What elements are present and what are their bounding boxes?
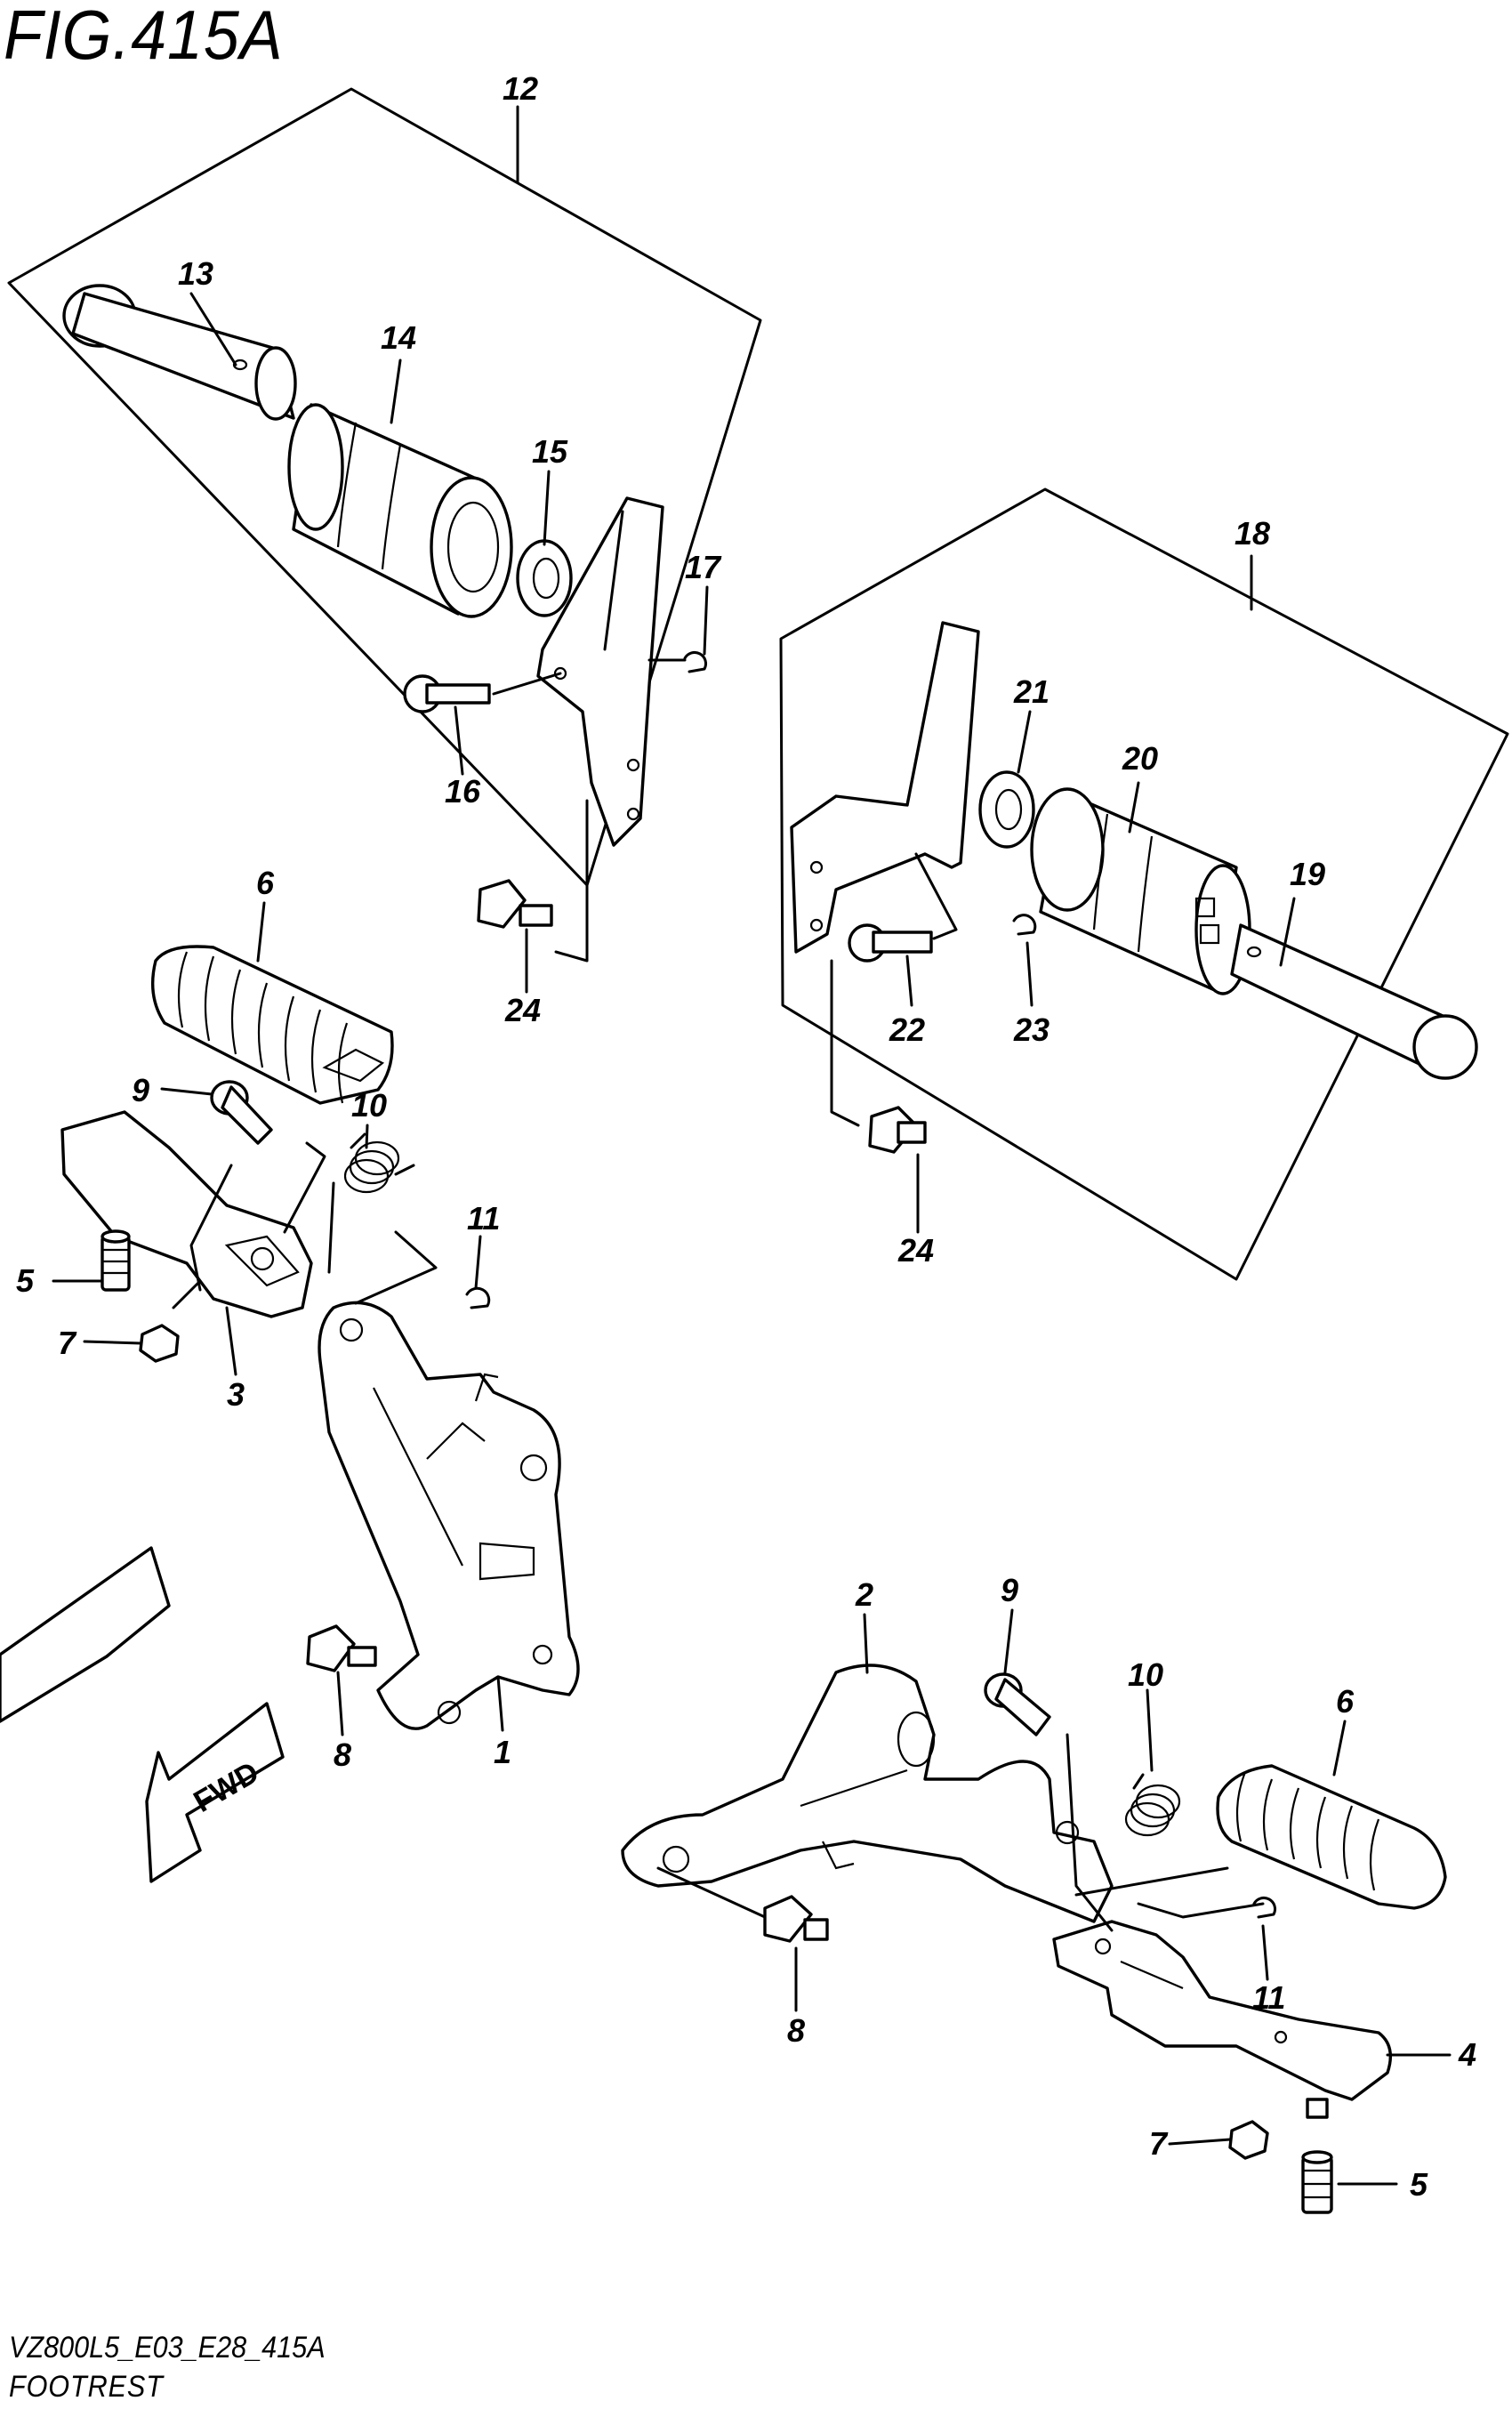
part-1-rider-bracket-left bbox=[318, 1301, 580, 1730]
callout-1: 1 bbox=[494, 1734, 511, 1770]
callout-9-right: 9 bbox=[1001, 1572, 1018, 1608]
part-2-rider-bracket-right bbox=[621, 1664, 1114, 1923]
part-24-bolt-right bbox=[830, 959, 927, 1234]
callout-labels: 12 13 14 15 16 17 18 19 20 21 22 23 24 2… bbox=[16, 70, 1476, 2203]
callout-22: 22 bbox=[889, 1011, 925, 1048]
part-9-pin-left bbox=[210, 1080, 273, 1145]
right-footrest-group bbox=[621, 1608, 1452, 2214]
part-14-roller bbox=[287, 403, 513, 618]
callout-6-right: 6 bbox=[1336, 1683, 1355, 1720]
part-5-stopper-right bbox=[1301, 2098, 1333, 2214]
callout-11-right: 11 bbox=[1252, 1979, 1285, 2016]
callout-19: 19 bbox=[1290, 856, 1325, 892]
callout-18: 18 bbox=[1235, 515, 1270, 552]
part-8-bolt-right bbox=[763, 1895, 829, 1943]
part-19-pin bbox=[1230, 923, 1478, 1080]
part-11-clip-right bbox=[1252, 1896, 1277, 1919]
part-22-clevis-pin bbox=[848, 923, 933, 963]
part-6-rubber-right bbox=[1216, 1764, 1447, 1910]
callout-8-left: 8 bbox=[334, 1736, 351, 1773]
part-24-bolt-left bbox=[477, 799, 589, 994]
part-5-stopper-left bbox=[101, 1229, 131, 1292]
callout-24-right: 24 bbox=[897, 1232, 934, 1269]
part-16-clevis-pin bbox=[403, 674, 491, 713]
part-17-clip bbox=[683, 650, 708, 673]
part-11-clip-left bbox=[465, 1286, 491, 1309]
callout-15: 15 bbox=[532, 433, 568, 470]
assembly-box-12 bbox=[7, 87, 762, 887]
part-20-roller bbox=[1030, 787, 1251, 995]
part-4-footrest-bracket-right bbox=[1052, 1920, 1392, 2101]
callout-7-right: 7 bbox=[1149, 2125, 1169, 2162]
callout-9-left: 9 bbox=[132, 1072, 149, 1108]
callout-24-left: 24 bbox=[504, 992, 541, 1028]
part-bracket-right bbox=[790, 621, 980, 954]
fwd-direction-arrow: FWD bbox=[0, 1546, 285, 1883]
callout-5-left: 5 bbox=[16, 1262, 35, 1299]
part-6-rubber-left bbox=[150, 945, 394, 1105]
part-bracket-left bbox=[536, 496, 664, 847]
part-10-spring-right bbox=[1124, 1773, 1181, 1837]
callout-8-right: 8 bbox=[787, 2012, 805, 2049]
callout-13: 13 bbox=[178, 255, 213, 292]
diagram-name: FOOTREST bbox=[9, 2370, 164, 2404]
callout-10-left: 10 bbox=[351, 1087, 387, 1124]
callout-16: 16 bbox=[445, 773, 481, 810]
callout-4: 4 bbox=[1458, 2036, 1476, 2073]
figure-title: FIG.415A bbox=[4, 0, 284, 74]
callout-23: 23 bbox=[1013, 1011, 1050, 1048]
callout-6-left: 6 bbox=[256, 865, 275, 901]
part-21-washer bbox=[978, 770, 1035, 849]
part-3-footrest-bracket-left bbox=[60, 1110, 313, 1318]
callout-21: 21 bbox=[1013, 673, 1050, 710]
callout-2: 2 bbox=[855, 1576, 873, 1613]
part-23-clip bbox=[1012, 914, 1037, 936]
callout-3: 3 bbox=[227, 1376, 245, 1413]
left-footrest-group bbox=[52, 901, 580, 1736]
part-9-pin-right bbox=[984, 1672, 1051, 1736]
assembly-box-18 bbox=[779, 487, 1509, 1281]
callout-5-right: 5 bbox=[1410, 2166, 1428, 2203]
diagram-code: VZ800L5_E03_E28_415A bbox=[9, 2331, 326, 2365]
part-7-nut-left bbox=[139, 1324, 180, 1363]
callout-10-right: 10 bbox=[1128, 1656, 1163, 1693]
callout-11-left: 11 bbox=[467, 1200, 500, 1237]
part-15-washer bbox=[516, 539, 573, 617]
callout-7-left: 7 bbox=[58, 1325, 77, 1361]
callout-17: 17 bbox=[685, 549, 722, 585]
part-8-bolt-left bbox=[306, 1624, 377, 1672]
callout-14: 14 bbox=[381, 319, 416, 356]
callout-20: 20 bbox=[1122, 740, 1158, 777]
part-7-nut-right bbox=[1228, 2120, 1269, 2160]
part-10-spring-left bbox=[343, 1132, 415, 1194]
callout-12: 12 bbox=[503, 70, 538, 107]
part-13-pin bbox=[62, 284, 297, 421]
